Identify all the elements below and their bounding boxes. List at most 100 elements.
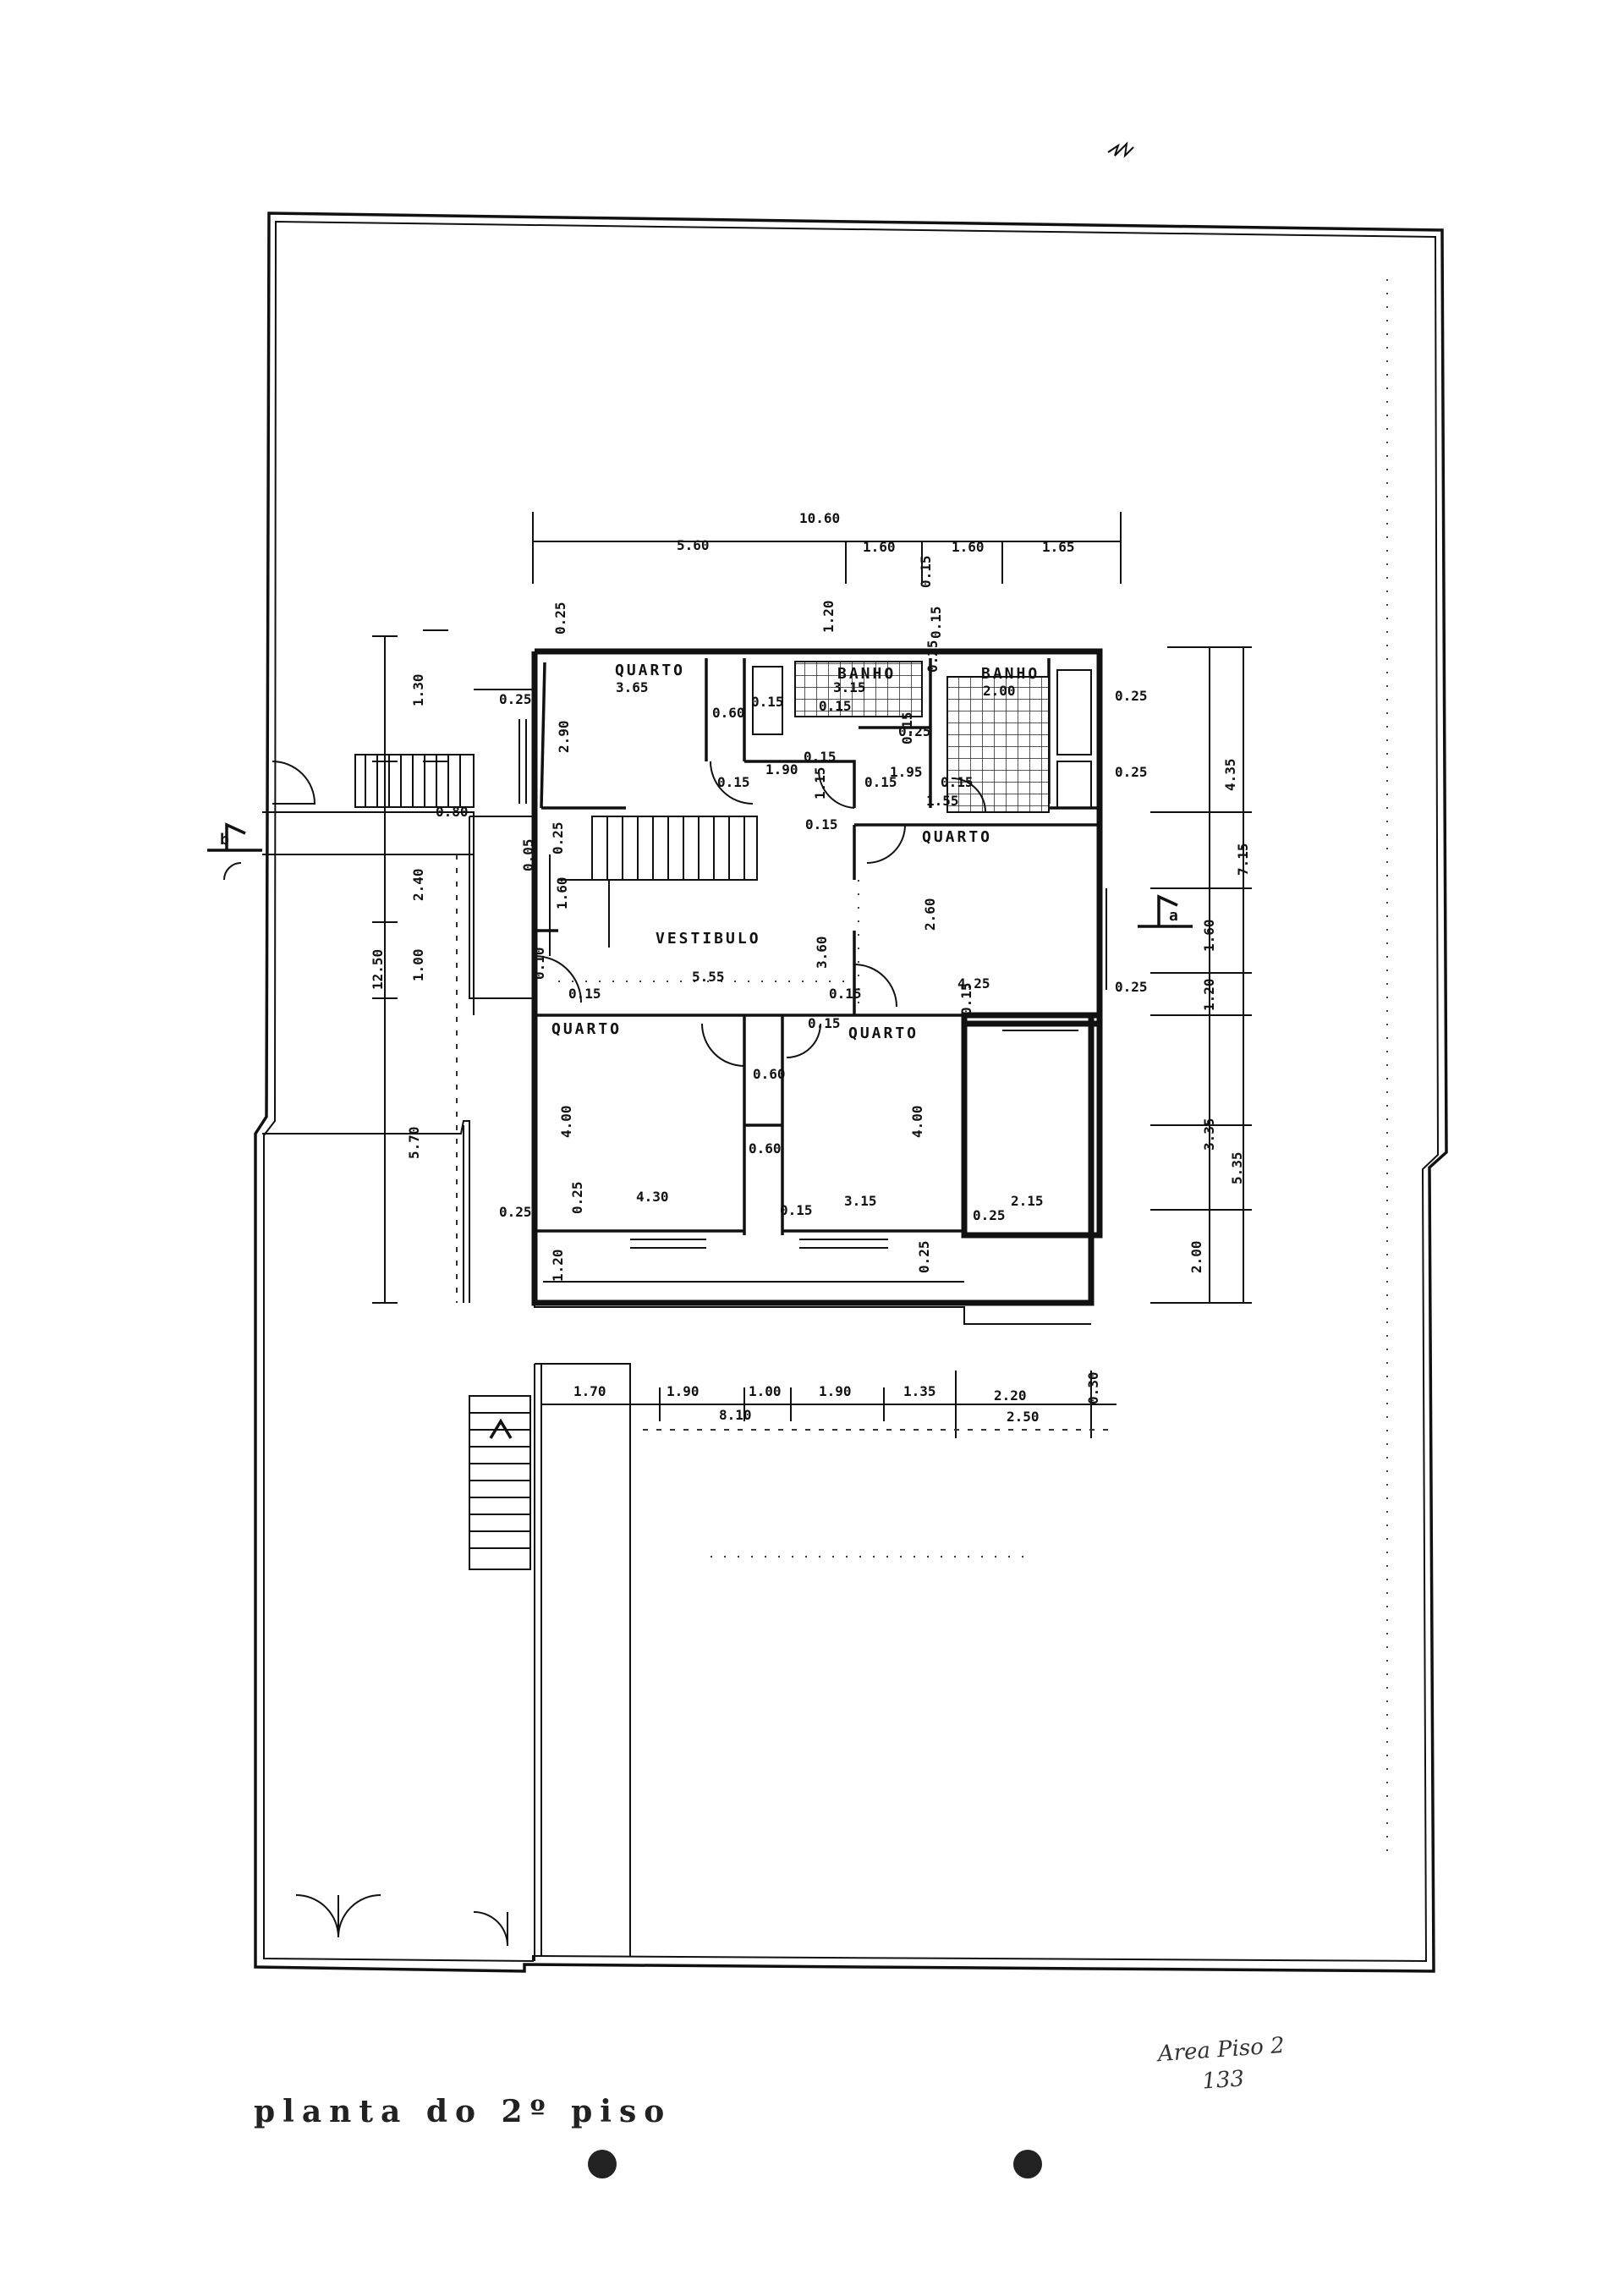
dim-inner-g: 3.15	[833, 679, 866, 695]
dim-inner-i: 0.25	[1115, 688, 1148, 704]
dim-inner-u: 3.60	[814, 936, 830, 969]
dim-inner-ac: 1.60	[554, 876, 570, 909]
dim-inner-at: 0.15	[928, 606, 944, 639]
dim-right-3: 1.60	[1201, 919, 1217, 952]
dim-top-total: 10.60	[799, 510, 840, 526]
dim-inner-o: 1.15	[812, 766, 828, 799]
dim-inner-ar: 0.25	[916, 1240, 932, 1273]
section-marker-left	[207, 822, 262, 881]
dim-inner-ad: 0.25	[550, 821, 566, 854]
dim-inner-k: 1.90	[765, 761, 798, 777]
room-label-quarto-bottom-left: QUARTO	[551, 1020, 622, 1038]
room-label-quarto-top: QUARTO	[615, 662, 685, 679]
dim-inner-ax: 0.25	[924, 640, 941, 673]
dimension-lines	[372, 512, 1252, 1438]
exterior-stair	[354, 754, 475, 808]
dim-inner-w: 4.25	[957, 975, 990, 992]
dim-bottom-5: 1.35	[903, 1383, 936, 1399]
dim-inner-n: 0.15	[717, 774, 750, 790]
punch-hole-left	[588, 2150, 617, 2178]
dim-inner-a: 0.25	[552, 602, 568, 635]
section-label-left: b	[220, 831, 232, 849]
punch-hole-right	[1013, 2150, 1042, 2178]
dim-inner-l: 0.15	[804, 749, 837, 765]
dim-inner-ao: 2.15	[1011, 1193, 1044, 1209]
dim-left-2: 2.40	[410, 868, 426, 901]
dim-top-2: 1.60	[952, 539, 985, 555]
bathroom-tiles	[752, 661, 1092, 813]
dim-inner-r: 1.55	[926, 793, 959, 809]
room-label-quarto-bottom-mid: QUARTO	[848, 1025, 919, 1042]
dim-bottom-7: 0.30	[1085, 1371, 1101, 1404]
corner-scribble	[1107, 141, 1134, 158]
dim-inner-aw: 0.15	[958, 982, 974, 1015]
dim-right-7: 2.00	[1188, 1240, 1204, 1273]
dim-inner-aa: 0.15	[568, 986, 601, 1002]
lower-stair	[469, 1395, 531, 1570]
page-title: planta do 2º piso	[254, 2094, 672, 2129]
windows	[518, 719, 1107, 1249]
dim-top-4: 0.15	[918, 555, 934, 588]
dim-inner-ai: 4.00	[909, 1105, 925, 1138]
dim-inner-p: 0.15	[864, 774, 897, 790]
dim-inner-av: 0.15	[819, 698, 852, 714]
interior-stair	[549, 816, 758, 956]
dim-inner-t: 0.15	[899, 711, 915, 744]
dim-bottom-1: 1.70	[573, 1383, 606, 1399]
lot-boundary	[254, 212, 1448, 1973]
room-label-banho-2: BANHO	[981, 665, 1040, 683]
dim-inner-x: 0.25	[1115, 979, 1148, 995]
dim-inner-au: 0.25	[898, 723, 931, 739]
dim-inner-aq: 0.25	[499, 1204, 532, 1220]
dim-inner-y: 5.55	[692, 969, 725, 985]
dim-inner-m: 1.95	[890, 764, 923, 780]
dim-inner-am: 0.15	[780, 1202, 813, 1218]
room-label-vestibulo: VESTIBULO	[656, 930, 761, 948]
dim-right-4: 1.20	[1201, 978, 1217, 1011]
dim-right-1: 4.35	[1222, 758, 1238, 791]
dim-inner-b: 3.65	[616, 679, 649, 695]
dim-bottom-3: 1.00	[749, 1383, 782, 1399]
dim-left-1: 1.30	[410, 673, 426, 706]
dim-inner-af: 0.15	[808, 1015, 841, 1031]
dim-top-1: 1.60	[863, 539, 896, 555]
room-label-quarto-right: QUARTO	[922, 828, 992, 846]
dim-right-2: 7.15	[1235, 843, 1251, 876]
dim-left-5: 5.70	[406, 1126, 422, 1159]
dim-left-6: 0.80	[436, 804, 469, 820]
dim-inner-h: 2.00	[983, 683, 1016, 699]
dim-right-6: 5.35	[1229, 1151, 1245, 1184]
dim-bottom-9: 2.50	[1007, 1409, 1040, 1425]
dim-inner-s: 0.15	[805, 816, 838, 832]
dim-bottom-6: 2.20	[994, 1387, 1027, 1404]
dim-inner-aj: 0.60	[749, 1140, 782, 1156]
section-label-right: a	[1169, 907, 1181, 925]
dim-inner-f: 0.15	[751, 694, 784, 710]
dim-bottom-4: 1.90	[819, 1383, 852, 1399]
dim-inner-an: 3.15	[844, 1193, 877, 1209]
dim-inner-al: 4.30	[636, 1189, 669, 1205]
dim-inner-ag: 0.60	[753, 1066, 786, 1082]
terrace-lines	[469, 689, 1091, 1325]
construction-lines	[456, 279, 1388, 1861]
room-label-banho-1: BANHO	[837, 665, 896, 683]
door-swings	[534, 761, 986, 1067]
dim-bottom-8: 8.10	[719, 1407, 752, 1423]
dim-inner-as: 1.20	[820, 600, 837, 633]
dim-inner-j: 0.25	[1115, 764, 1148, 780]
dim-top-left: 5.60	[677, 537, 710, 553]
dim-inner-d: 0.25	[499, 691, 532, 707]
dim-left-3: 1.00	[410, 948, 426, 981]
dim-inner-q: 0.15	[941, 774, 974, 790]
dim-inner-e: 0.60	[712, 705, 745, 721]
section-marker-right	[1138, 894, 1193, 928]
dim-inner-ah: 4.00	[558, 1105, 574, 1138]
dim-right-5: 3.35	[1201, 1118, 1217, 1151]
dim-inner-c: 2.90	[556, 720, 572, 753]
dim-bottom-2: 1.90	[667, 1383, 700, 1399]
dim-left-7: 1.20	[550, 1249, 566, 1282]
side-walkway	[262, 761, 508, 1947]
dim-inner-ae: 0.15	[829, 986, 862, 1002]
dim-inner-ab: 0.05	[520, 838, 536, 871]
